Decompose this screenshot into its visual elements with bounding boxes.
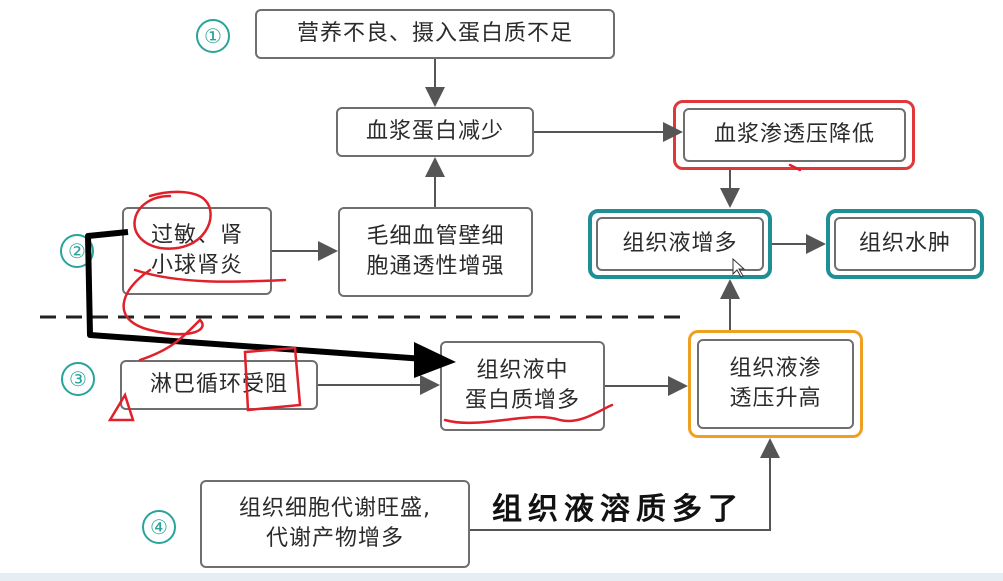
cause3-label: 淋巴循环受阻 <box>149 372 288 397</box>
handdrawn-black-arrowhead <box>414 342 456 378</box>
tissue-fluid-up-box: 组织液增多 <box>596 217 764 271</box>
step-number-1: ① <box>196 19 230 53</box>
cause4-box: 组织细胞代谢旺盛, 代谢产物增多 <box>200 480 470 568</box>
cause1-box: 营养不良、摄入蛋白质不足 <box>255 9 615 59</box>
plasma-protein-down-box: 血浆蛋白减少 <box>336 107 534 157</box>
plasma-osmotic-down-box: 血浆渗透压降低 <box>683 108 906 162</box>
plasma-protein-down-label: 血浆蛋白减少 <box>365 119 504 144</box>
red-underline-cause2 <box>133 268 287 283</box>
cause4-label: 组织细胞代谢旺盛, 代谢产物增多 <box>239 496 431 551</box>
step-number-3: ③ <box>61 362 95 396</box>
cause1-label: 营养不良、摄入蛋白质不足 <box>296 21 573 46</box>
tissue-osmotic-up-label: 组织液渗 透压升高 <box>729 356 822 411</box>
mouse-cursor-icon <box>732 257 746 278</box>
teal-highlight-frame-left <box>588 209 772 279</box>
red-circle-annotation <box>133 190 212 250</box>
red-underline-protein <box>443 403 614 425</box>
edema-label: 组织水肿 <box>858 231 951 256</box>
step-number-2: ② <box>60 234 94 268</box>
handdrawn-black-arrow <box>85 229 439 363</box>
tissue-fluid-up-label: 组织液增多 <box>622 231 738 256</box>
tissue-osmotic-up-box: 组织液渗 透压升高 <box>697 339 854 429</box>
tissue-protein-up-label: 组织液中 蛋白质增多 <box>464 358 580 413</box>
red-tick-annotation <box>107 391 135 422</box>
arrow-cause4-to-osmotic-up <box>470 438 780 531</box>
red-small-tick <box>788 163 802 172</box>
red-swirl-annotation <box>122 268 204 362</box>
capillary-box: 毛细血管壁细 胞通透性增强 <box>338 207 533 297</box>
capillary-label: 毛细血管壁细 胞通透性增强 <box>366 224 505 279</box>
cause3-box: 淋巴循环受阻 <box>120 360 318 410</box>
cause2-label: 过敏、肾 小球肾炎 <box>150 223 243 278</box>
step-number-4: ④ <box>142 510 176 544</box>
teal-highlight-frame-right <box>826 209 984 279</box>
red-box-annotation <box>243 346 302 412</box>
bottom-edge-bar <box>0 573 1003 581</box>
orange-highlight-frame <box>688 330 863 438</box>
handwritten-note: 组织液溶质多了 <box>492 492 744 527</box>
edema-box: 组织水肿 <box>834 217 976 271</box>
tissue-protein-up-box: 组织液中 蛋白质增多 <box>440 341 605 431</box>
plasma-osmotic-down-label: 血浆渗透压降低 <box>713 122 875 147</box>
